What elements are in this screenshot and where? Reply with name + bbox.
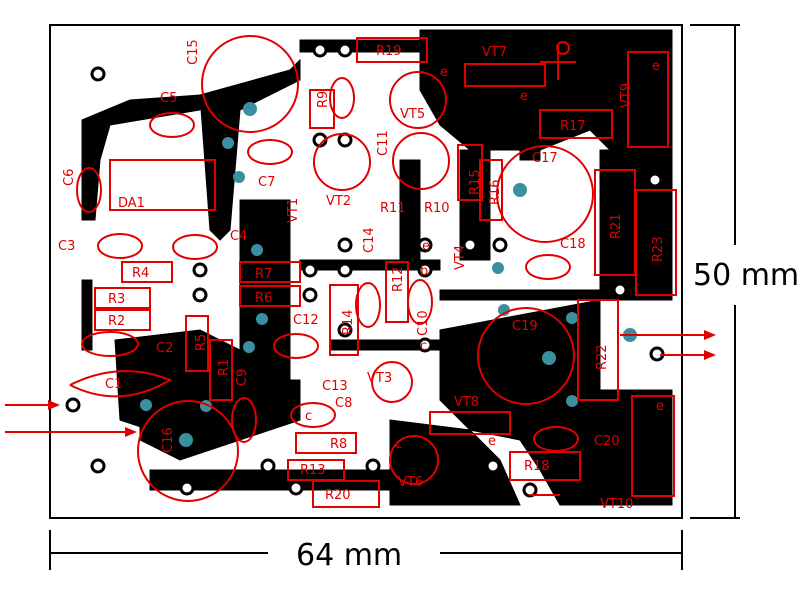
label-vt5: VT5 — [400, 107, 425, 122]
label-r21: R21 — [609, 213, 624, 239]
label-vt1: VT1 — [286, 198, 301, 223]
label-r5: R5 — [194, 334, 209, 351]
label-c1: C1 — [105, 377, 122, 392]
pin-mark-b: b — [420, 264, 428, 279]
label-r19: R19 — [376, 44, 402, 59]
label-r1: R1 — [217, 359, 232, 376]
silkscreen — [5, 35, 712, 508]
label-r15: R15 — [468, 169, 483, 195]
label-r23: R23 — [651, 236, 666, 262]
label-c12: C12 — [293, 313, 319, 328]
label-r9: R9 — [316, 91, 331, 108]
label-vt9: VT9 — [619, 83, 634, 108]
label-vt4: VT4 — [453, 245, 468, 270]
label-c19: C19 — [512, 319, 538, 334]
label-r4: R4 — [132, 266, 149, 281]
label-da1: DA1 — [118, 196, 145, 211]
label-r6: R6 — [255, 291, 272, 306]
label-r2: R2 — [108, 314, 125, 329]
pin-mark-c1: c — [420, 339, 427, 354]
label-r10: R10 — [424, 201, 450, 216]
label-c17: C17 — [532, 151, 558, 166]
label-c14: C14 — [362, 227, 377, 253]
label-c11: C11 — [376, 130, 391, 156]
label-c15: C15 — [186, 39, 201, 65]
label-r8: R8 — [330, 437, 347, 452]
width-dimension-label: 64 mm — [296, 538, 402, 573]
label-c18: C18 — [560, 237, 586, 252]
pin-mark-e3: e — [652, 59, 660, 74]
label-r3: R3 — [108, 292, 125, 307]
label-vt6: VT6 — [398, 475, 423, 490]
label-c10: C10 — [416, 310, 431, 336]
label-r7: R7 — [255, 267, 272, 282]
label-r11: R11 — [380, 201, 406, 216]
pads — [65, 42, 665, 498]
pin-mark-e5: e — [488, 434, 496, 449]
label-r22: R22 — [595, 344, 610, 370]
arrow-heads — [48, 330, 716, 437]
pin-mark-e2: e — [520, 89, 528, 104]
label-c3: C3 — [58, 239, 75, 254]
label-r16: R16 — [488, 179, 503, 205]
component-labels: C15 C5 C6 DA1 C7 C4 C3 R4 R3 R2 R7 R6 C2… — [58, 39, 666, 512]
pin-mark-c2: c — [305, 409, 312, 424]
pin-mark-e1: e — [440, 65, 448, 80]
pin-mark-c3: c — [395, 437, 402, 452]
label-vt2: VT2 — [326, 194, 351, 209]
copper-layer — [81, 29, 673, 506]
label-r12: R12 — [391, 266, 406, 292]
label-c8: C8 — [335, 396, 352, 411]
label-vt10: VT10 — [600, 497, 633, 512]
label-r20: R20 — [325, 488, 351, 503]
label-c7: C7 — [258, 175, 275, 190]
label-vt3: VT3 — [367, 371, 392, 386]
label-c5: C5 — [160, 91, 177, 106]
label-r18: R18 — [524, 459, 550, 474]
pin-mark-e4: e — [422, 239, 430, 254]
label-c16: C16 — [161, 427, 176, 453]
label-vt8: VT8 — [454, 395, 479, 410]
label-vt7: VT7 — [482, 45, 507, 60]
label-c2: C2 — [156, 341, 173, 356]
label-c20: C20 — [594, 434, 620, 449]
label-c9: C9 — [235, 369, 250, 386]
height-dimension-label: 50 mm — [693, 258, 799, 293]
label-r17: R17 — [560, 119, 586, 134]
label-c4: C4 — [230, 229, 247, 244]
pin-mark-e6: e — [656, 399, 664, 414]
label-r14: R14 — [341, 309, 356, 335]
label-c6: C6 — [62, 169, 77, 186]
dimension-lines — [49, 24, 740, 570]
label-c13: C13 — [322, 379, 348, 394]
label-r13: R13 — [300, 463, 326, 478]
